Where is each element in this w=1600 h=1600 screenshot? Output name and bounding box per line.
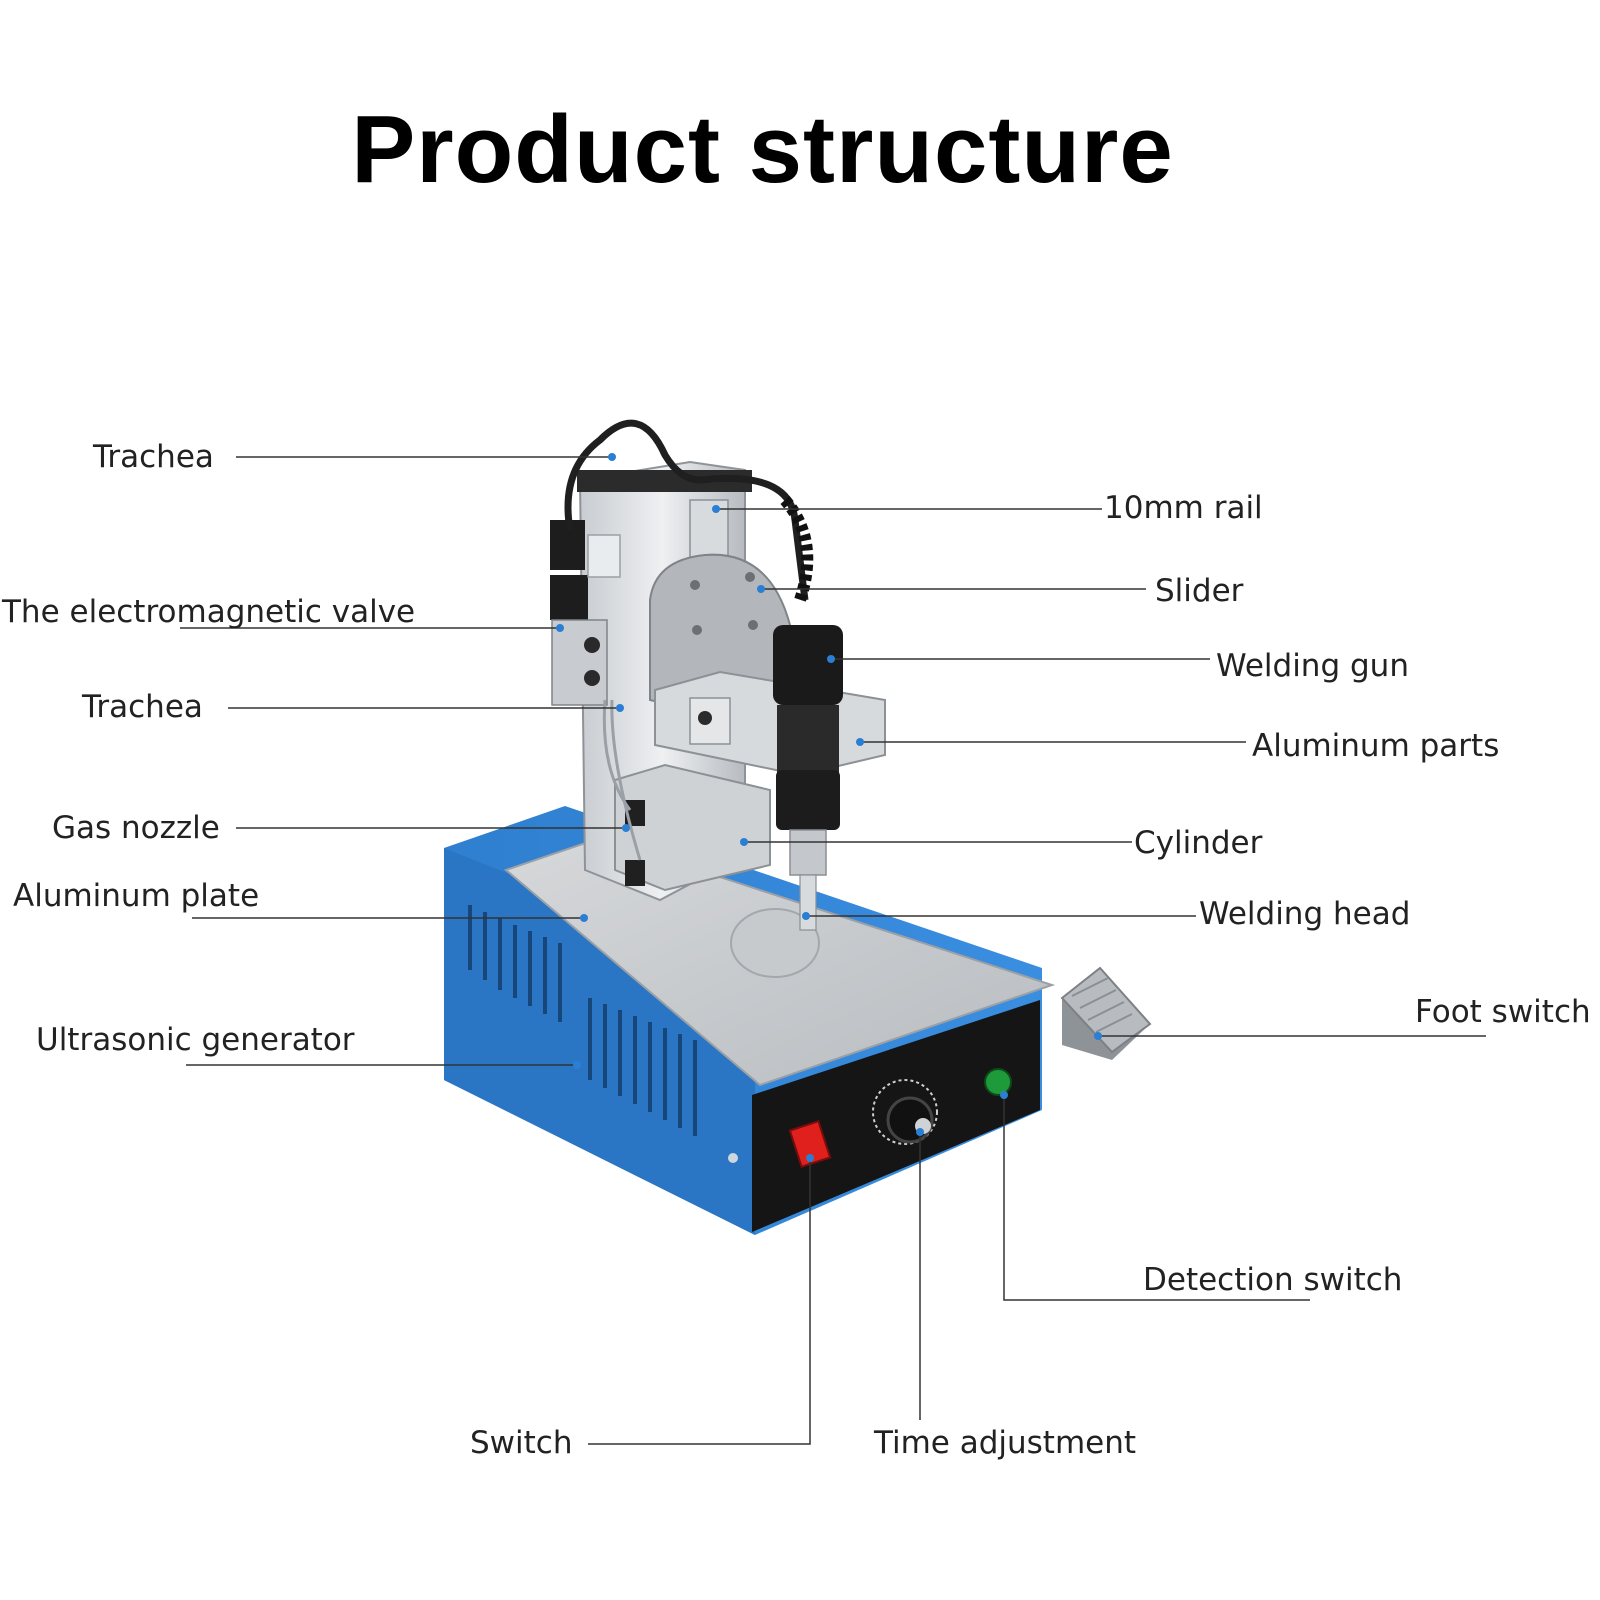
leader-lines bbox=[180, 456, 1486, 1445]
label-10mm-rail: 10mm rail bbox=[1104, 490, 1263, 526]
foot-switch-shape bbox=[1060, 966, 1152, 1060]
column-frame bbox=[550, 460, 886, 902]
label-trachea-top: Trachea bbox=[92, 439, 214, 475]
page-title: Product structure bbox=[351, 96, 1174, 203]
welding-gun-shape bbox=[773, 625, 843, 931]
time-knob bbox=[872, 1079, 938, 1145]
label-aluminum-parts: Aluminum parts bbox=[1252, 728, 1499, 764]
labels: Trachea The electromagnetic valve Trache… bbox=[1, 439, 1591, 1461]
label-trachea-mid: Trachea bbox=[81, 689, 203, 725]
machine-illustration bbox=[444, 419, 1152, 1235]
label-foot-switch: Foot switch bbox=[1415, 994, 1591, 1030]
label-welding-head: Welding head bbox=[1199, 896, 1410, 932]
label-aluminum-plate: Aluminum plate bbox=[13, 878, 259, 914]
label-detection-switch: Detection switch bbox=[1143, 1262, 1402, 1298]
label-slider: Slider bbox=[1155, 573, 1244, 609]
label-electromagnetic-valve: The electromagnetic valve bbox=[1, 594, 415, 630]
leader-dots bbox=[556, 453, 1102, 1162]
label-time-adjustment: Time adjustment bbox=[873, 1425, 1136, 1461]
label-gas-nozzle: Gas nozzle bbox=[52, 810, 220, 846]
label-welding-gun: Welding gun bbox=[1216, 648, 1409, 684]
power-switch-button bbox=[788, 1120, 832, 1168]
label-cylinder: Cylinder bbox=[1134, 825, 1263, 861]
detection-switch-button bbox=[984, 1068, 1012, 1096]
control-panel bbox=[752, 1000, 1040, 1232]
label-switch: Switch bbox=[470, 1425, 573, 1461]
label-ultrasonic-generator: Ultrasonic generator bbox=[36, 1022, 355, 1058]
